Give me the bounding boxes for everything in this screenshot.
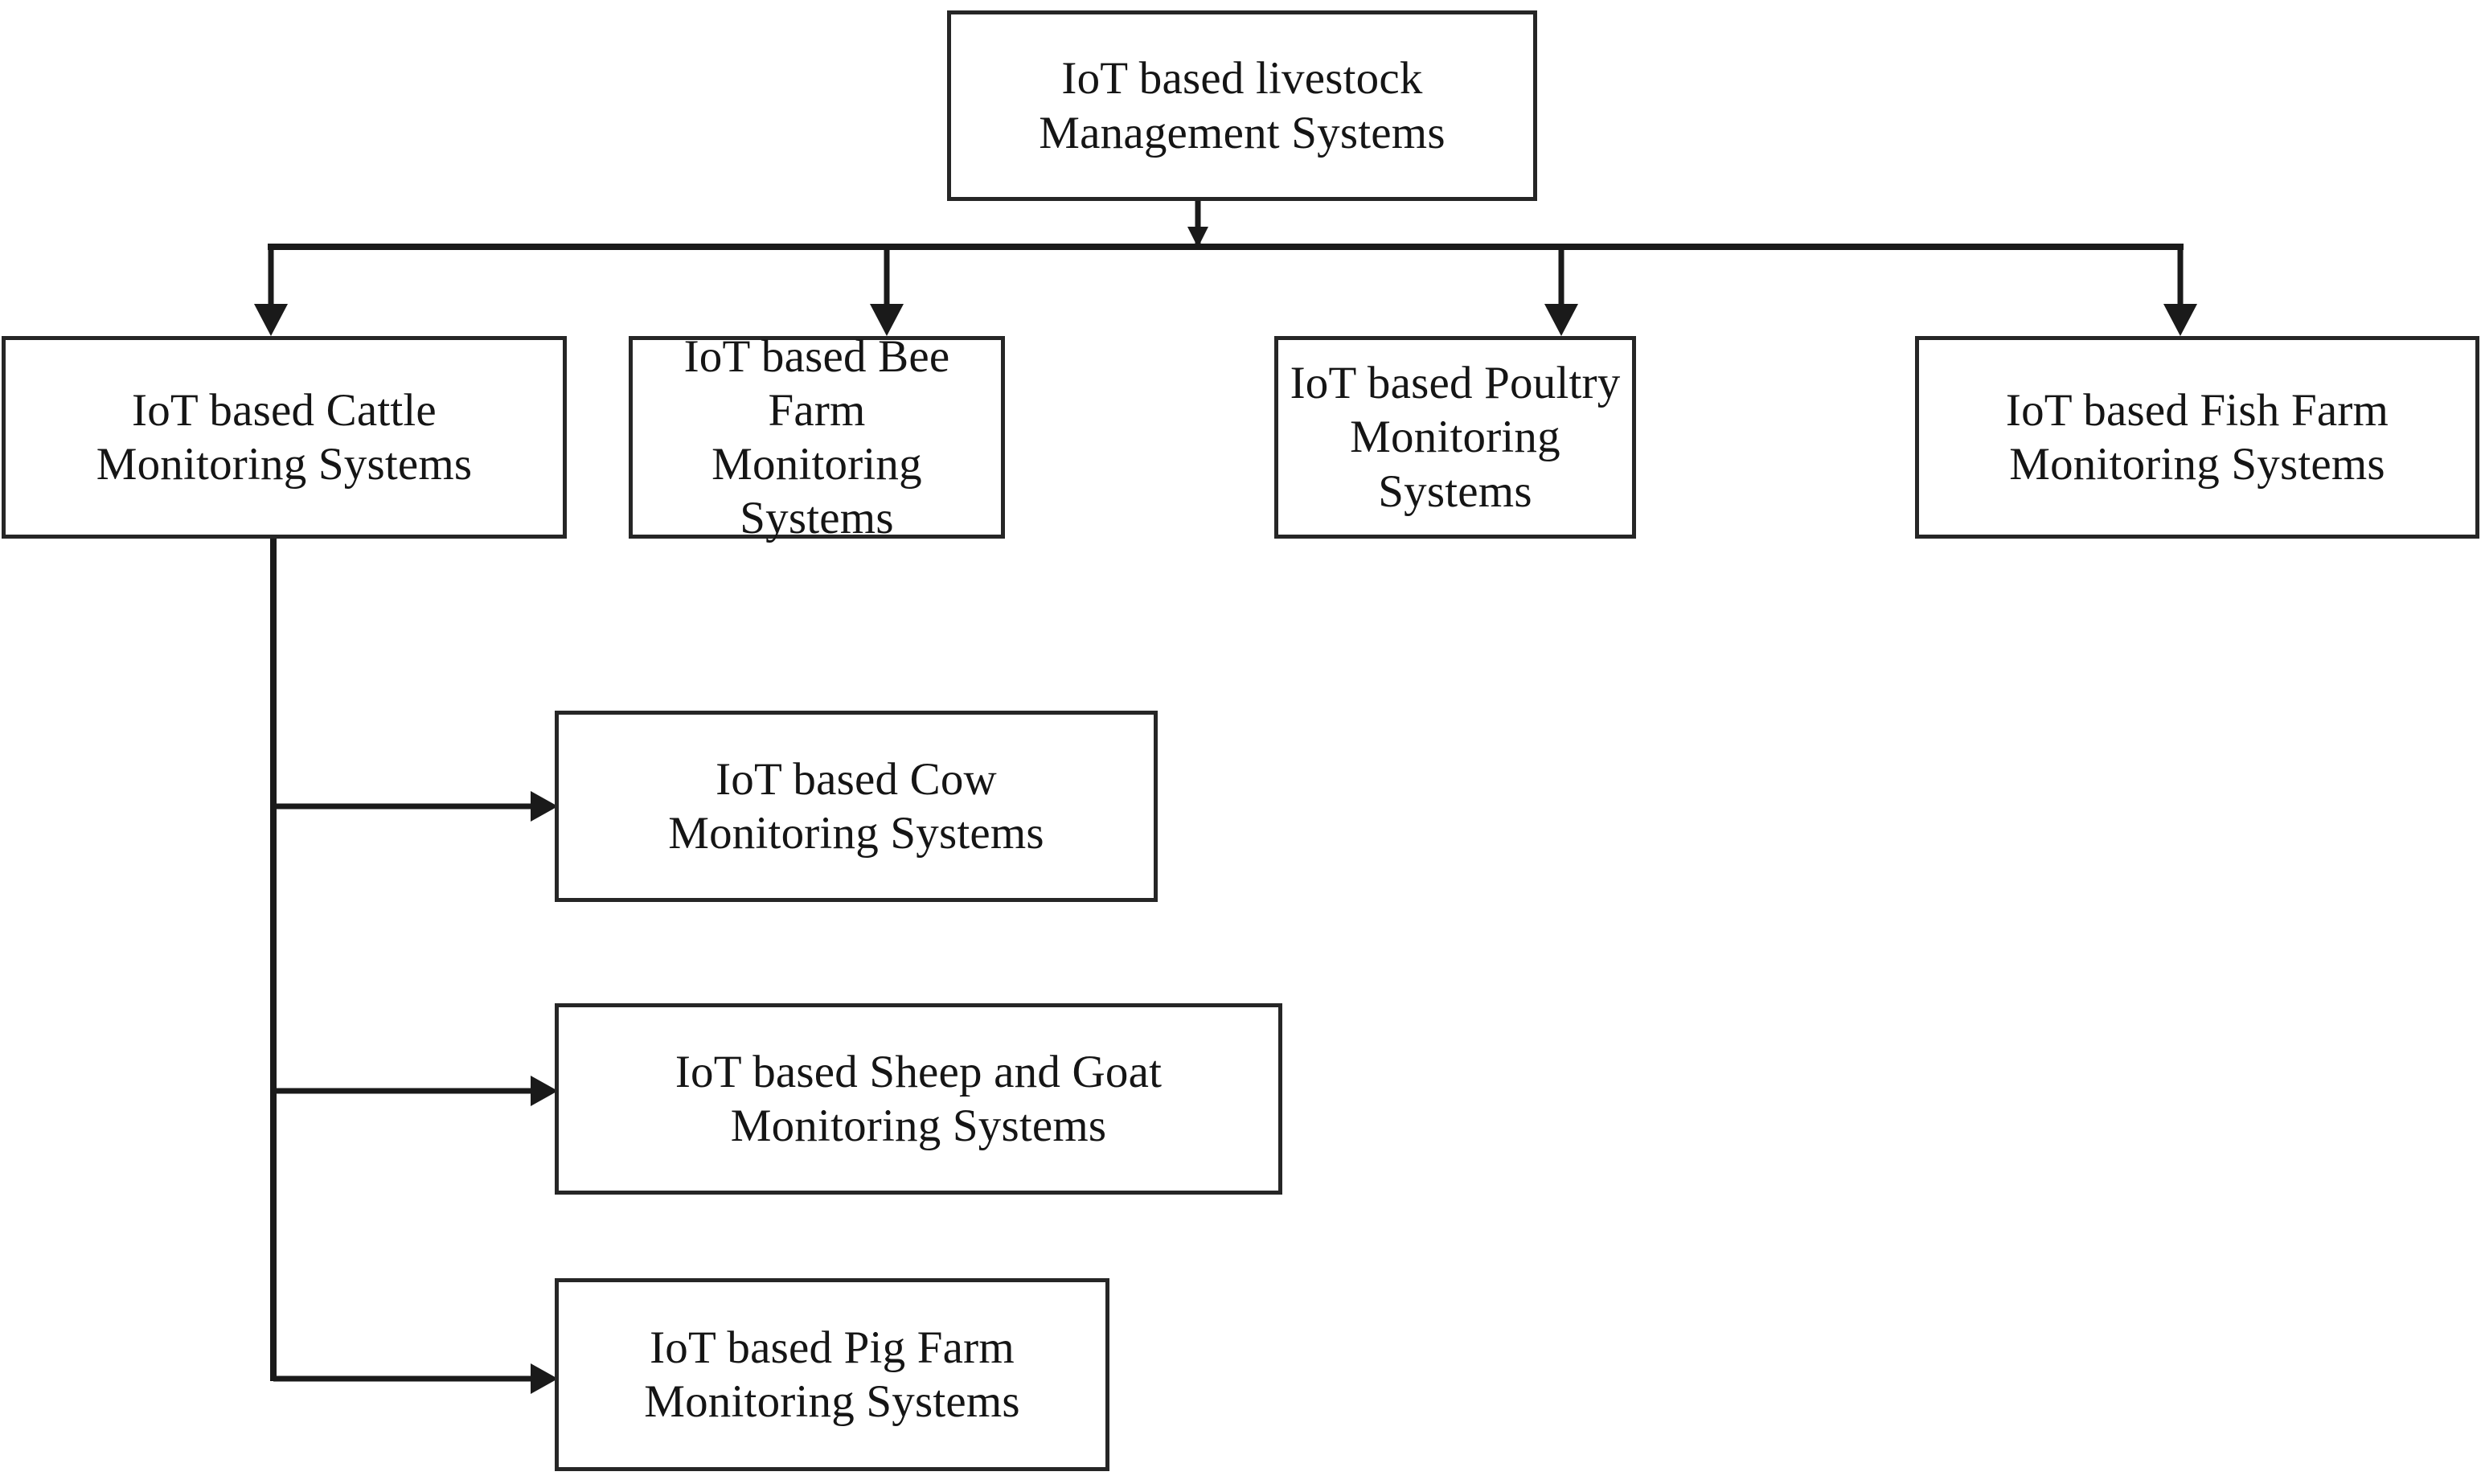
edge-cattle-to-pig <box>273 1363 558 1394</box>
node-iot-fish-farm-monitoring-systems[interactable]: IoT based Fish Farm Monitoring Systems <box>1915 336 2479 539</box>
node-iot-cattle-monitoring-systems[interactable]: IoT based Cattle Monitoring Systems <box>2 336 567 539</box>
node-label: IoT based Sheep and Goat Monitoring Syst… <box>675 1046 1163 1151</box>
node-label: IoT based Poultry Monitoring Systems <box>1290 358 1621 517</box>
edge-bus-to-cattle <box>254 247 288 336</box>
node-iot-bee-farm-monitoring-systems[interactable]: IoT based Bee Farm Monitoring Systems <box>629 331 1005 543</box>
node-iot-sheep-and-goat-monitoring-systems[interactable]: IoT based Sheep and Goat Monitoring Syst… <box>555 1003 1282 1195</box>
node-label: IoT based Bee Farm Monitoring Systems <box>683 330 950 544</box>
node-iot-livestock-management-systems[interactable]: IoT based livestock Management Systems <box>947 10 1537 201</box>
edge-bus-to-bee <box>870 247 904 336</box>
node-label: IoT based Fish Farm Monitoring Systems <box>2005 384 2389 490</box>
node-label: IoT based Cattle Monitoring Systems <box>96 384 473 490</box>
edge-cattle-to-sheep-goat <box>273 1076 558 1106</box>
edge-bus-to-poultry <box>1544 247 1578 336</box>
node-iot-cow-monitoring-systems[interactable]: IoT based Cow Monitoring Systems <box>555 711 1158 902</box>
node-iot-poultry-monitoring-systems[interactable]: IoT based Poultry Monitoring Systems <box>1274 336 1636 539</box>
node-label: IoT based livestock Management Systems <box>1039 53 1446 158</box>
edge-cattle-to-cow <box>273 791 558 822</box>
node-label: IoT based Cow Monitoring Systems <box>668 753 1044 859</box>
edge-bus-to-fish <box>2163 247 2197 336</box>
edge-root-to-bus <box>1187 201 1208 248</box>
node-iot-pig-farm-monitoring-systems[interactable]: IoT based Pig Farm Monitoring Systems <box>555 1278 1109 1471</box>
node-label: IoT based Pig Farm Monitoring Systems <box>644 1322 1020 1427</box>
